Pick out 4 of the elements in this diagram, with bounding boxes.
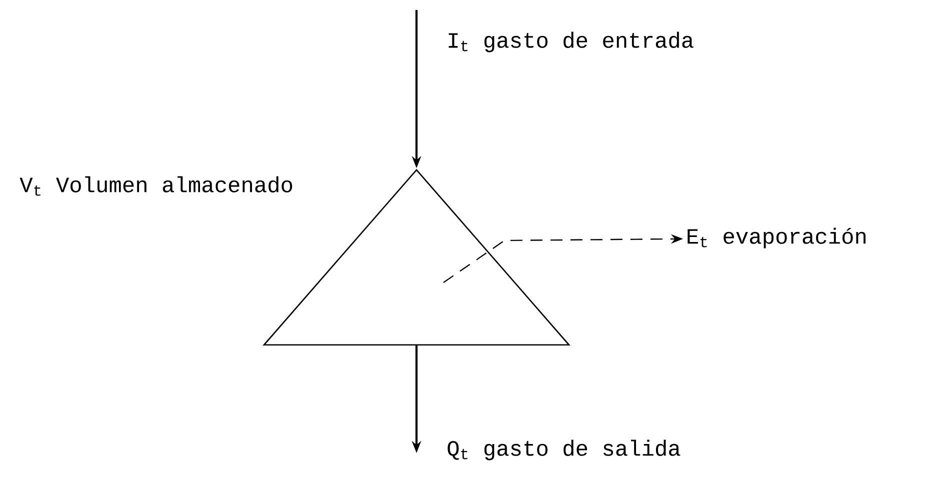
node-text: E$_{t}$ evaporación (688, 228, 866, 248)
edge-label: Q$_{t}$ gasto de salida (448, 440, 680, 460)
edge-label: I$_{t}$ gasto de entrada (448, 32, 694, 52)
text-label: V$_{t}$ Volumen almacenado (20, 176, 292, 196)
